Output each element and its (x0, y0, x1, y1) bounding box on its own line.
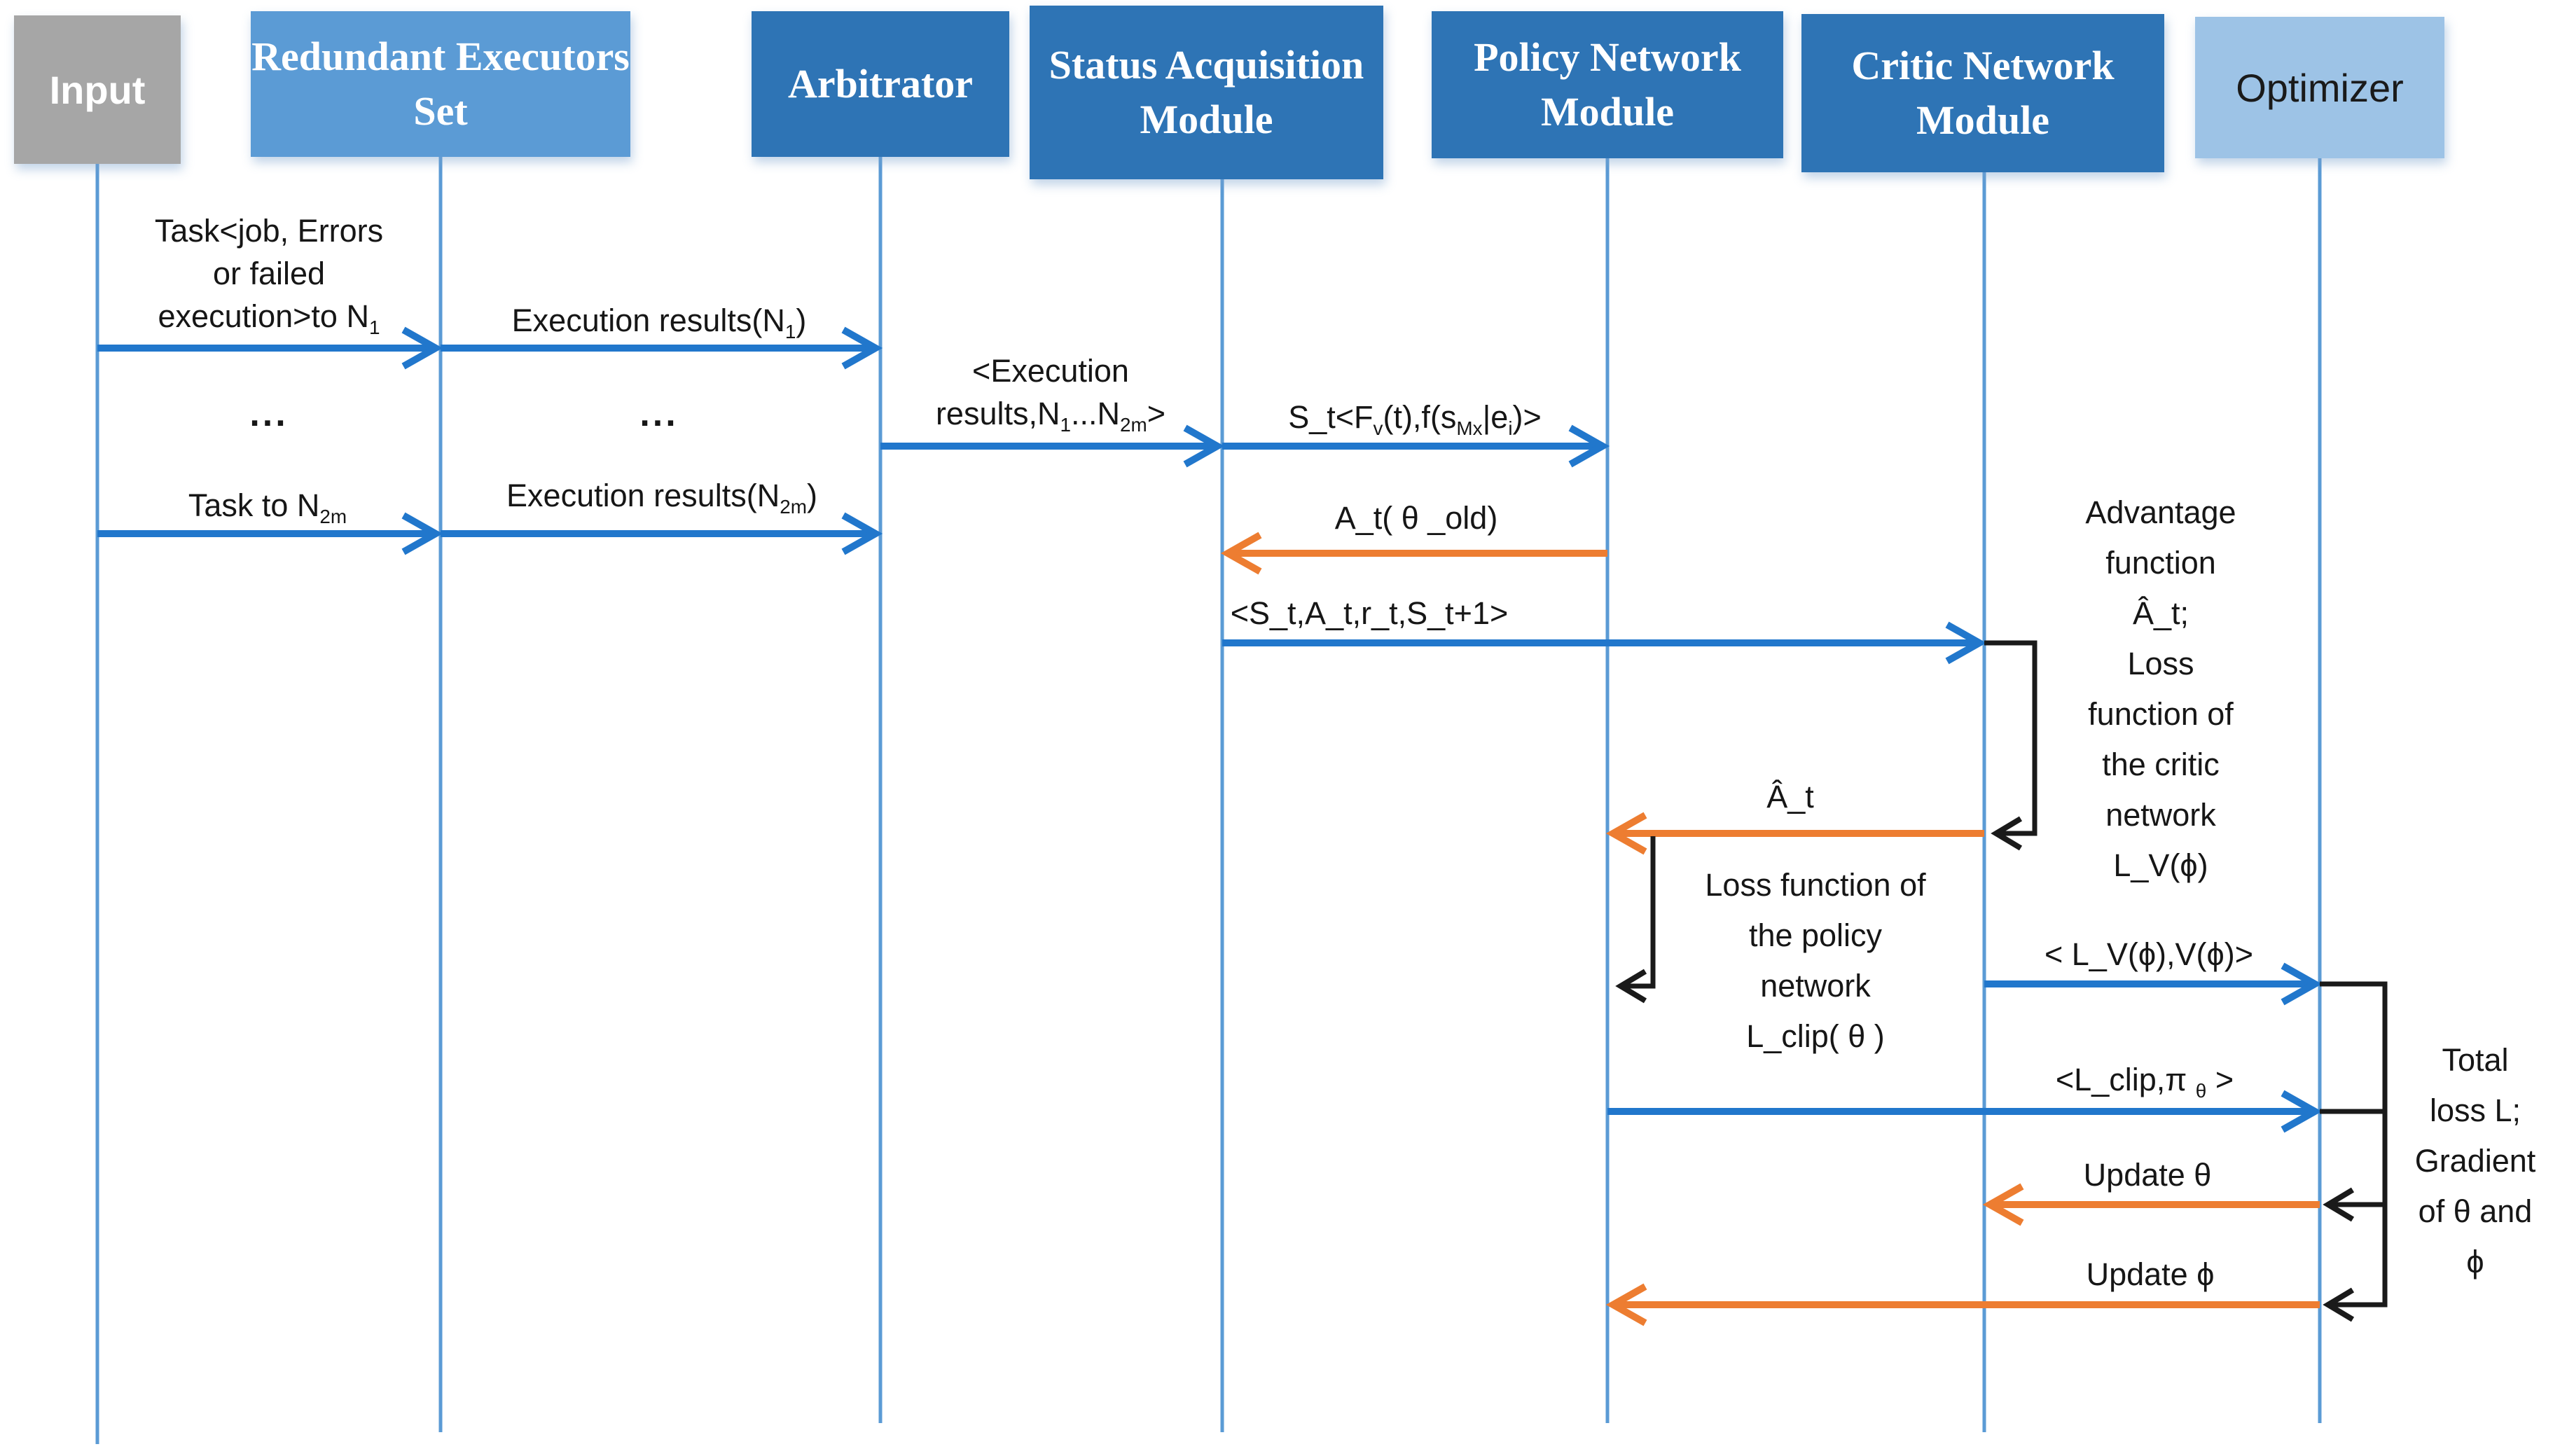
actor-executors-label: Redundant Executors Set (251, 33, 630, 134)
msg-ellipsis-lane2: ... (639, 394, 679, 434)
msg-state-vector: S_t<Fv(t),f(sMx|ei)> (1288, 399, 1542, 439)
msg-exec-results-n1: Execution results(N1) (511, 303, 807, 342)
actor-critic-label: Critic Network Module (1851, 42, 2115, 143)
msg-exec-results-n2m: Execution results(N2m) (506, 478, 817, 518)
actor-optimizer-label: Optimizer (2236, 65, 2404, 110)
actor-input: Input (14, 15, 181, 164)
msg-update-theta: Update θ (2083, 1157, 2212, 1193)
policy-selfcall-bracket (1615, 836, 1656, 1004)
actor-status: Status Acquisition Module (1030, 6, 1383, 179)
actor-status-label: Status Acquisition Module (1049, 41, 1364, 142)
actor-executors: Redundant Executors Set (251, 11, 630, 157)
optimizer-bracket (2320, 981, 2388, 1322)
msg-a-t-theta-old: A_t( θ _old) (1334, 500, 1498, 536)
msg-ellipsis-lane1: ... (249, 394, 289, 434)
msg-lclip-pi-theta: <L_clip,π θ > (2055, 1062, 2234, 1102)
msg-update-phi: Update ϕ (2086, 1256, 2215, 1292)
msg-transition-tuple: <S_t,A_t,r_t,S_t+1> (1230, 595, 1509, 631)
actor-critic: Critic Network Module (1801, 14, 2164, 172)
critic-selfcall-bracket (1984, 640, 2037, 851)
msg-task-n2m: Task to N2m (188, 487, 347, 527)
actor-policy-label: Policy Network Module (1474, 34, 1741, 134)
actor-policy: Policy Network Module (1432, 11, 1783, 158)
msg-advantage-a-t: Â_t (1766, 779, 1814, 814)
msg-lv-v-phi: < L_V(ϕ),V(ϕ)> (2044, 936, 2253, 972)
actor-arbitrator-label: Arbitrator (787, 60, 974, 106)
actor-optimizer: Optimizer (2195, 17, 2444, 158)
actor-arbitrator: Arbitrator (752, 11, 1009, 157)
actor-input-label: Input (49, 67, 146, 112)
